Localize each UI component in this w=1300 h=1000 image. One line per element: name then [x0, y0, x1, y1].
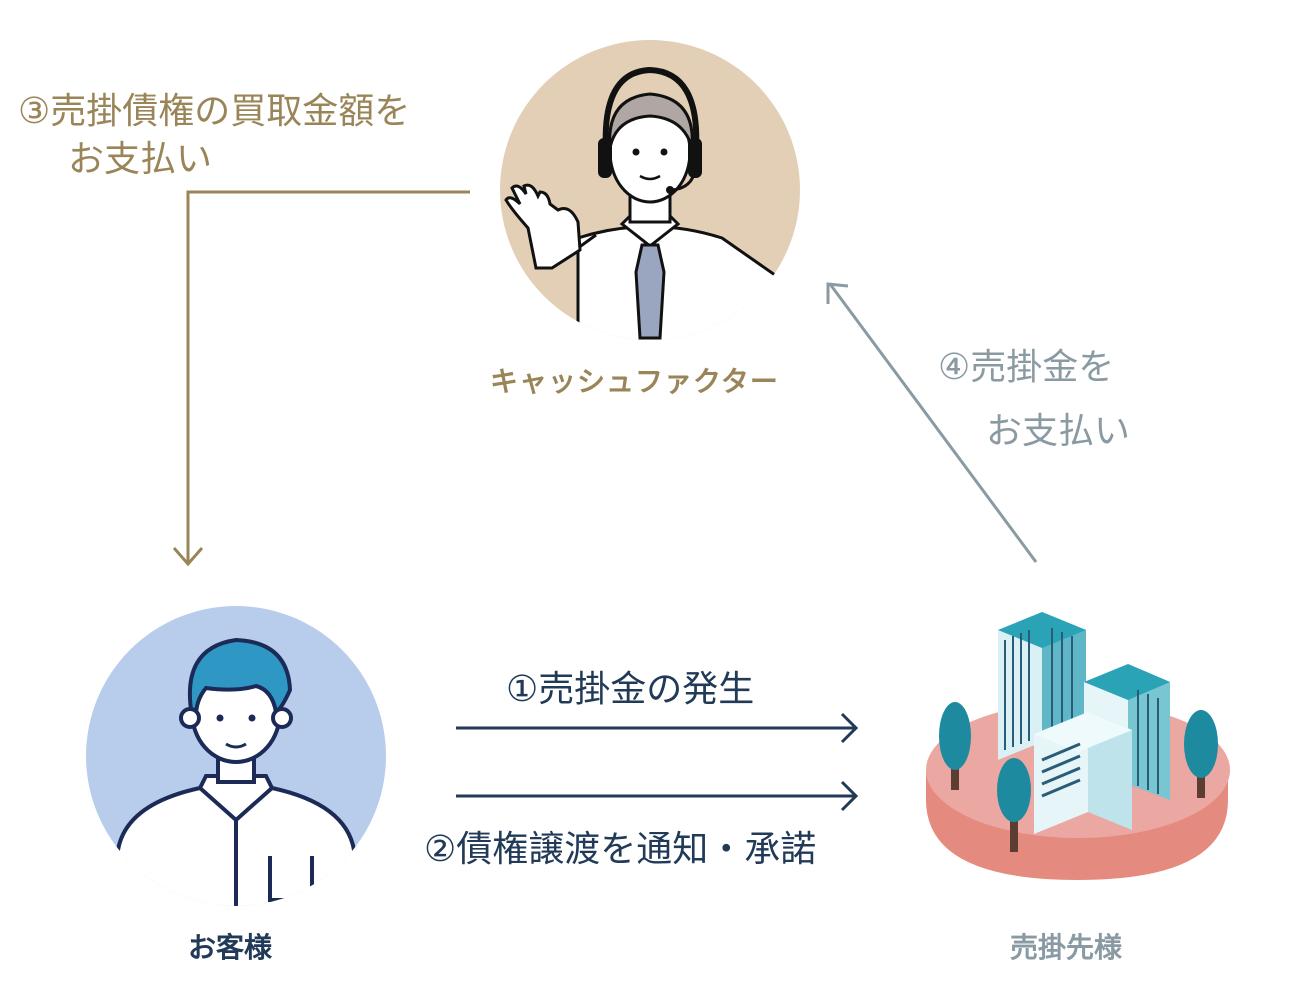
- arrow-step1: [456, 712, 859, 744]
- step4-label: ④売掛金を お支払い: [938, 336, 1130, 464]
- step3-label: ③売掛債権の買取金額を お支払い: [18, 88, 410, 184]
- tree-icon: [1184, 710, 1218, 798]
- customer-person-icon: [86, 606, 386, 906]
- step2-label: ②債権譲渡を通知・承諾: [424, 829, 817, 870]
- step1-label: ①売掛金の発生: [506, 669, 755, 710]
- office-buildings-icon: [926, 612, 1230, 880]
- step3-line1: ③売掛債権の買取金額を: [18, 91, 411, 132]
- tree-icon: [997, 758, 1031, 852]
- step4-line2: お支払い: [986, 411, 1131, 452]
- factor-name: キャッシュファクター: [490, 365, 779, 398]
- tree-icon: [939, 702, 971, 790]
- step3-line2: お支払い: [68, 139, 213, 180]
- seller-name: 売掛先様: [1010, 931, 1123, 964]
- arrow-step3: [172, 190, 470, 567]
- arrow-step2: [456, 780, 859, 812]
- step4-line1: ④売掛金を: [938, 347, 1115, 388]
- arrow-step4: [826, 282, 1038, 563]
- customer-name: お客様: [188, 931, 273, 964]
- operator-headset-icon: [500, 40, 800, 340]
